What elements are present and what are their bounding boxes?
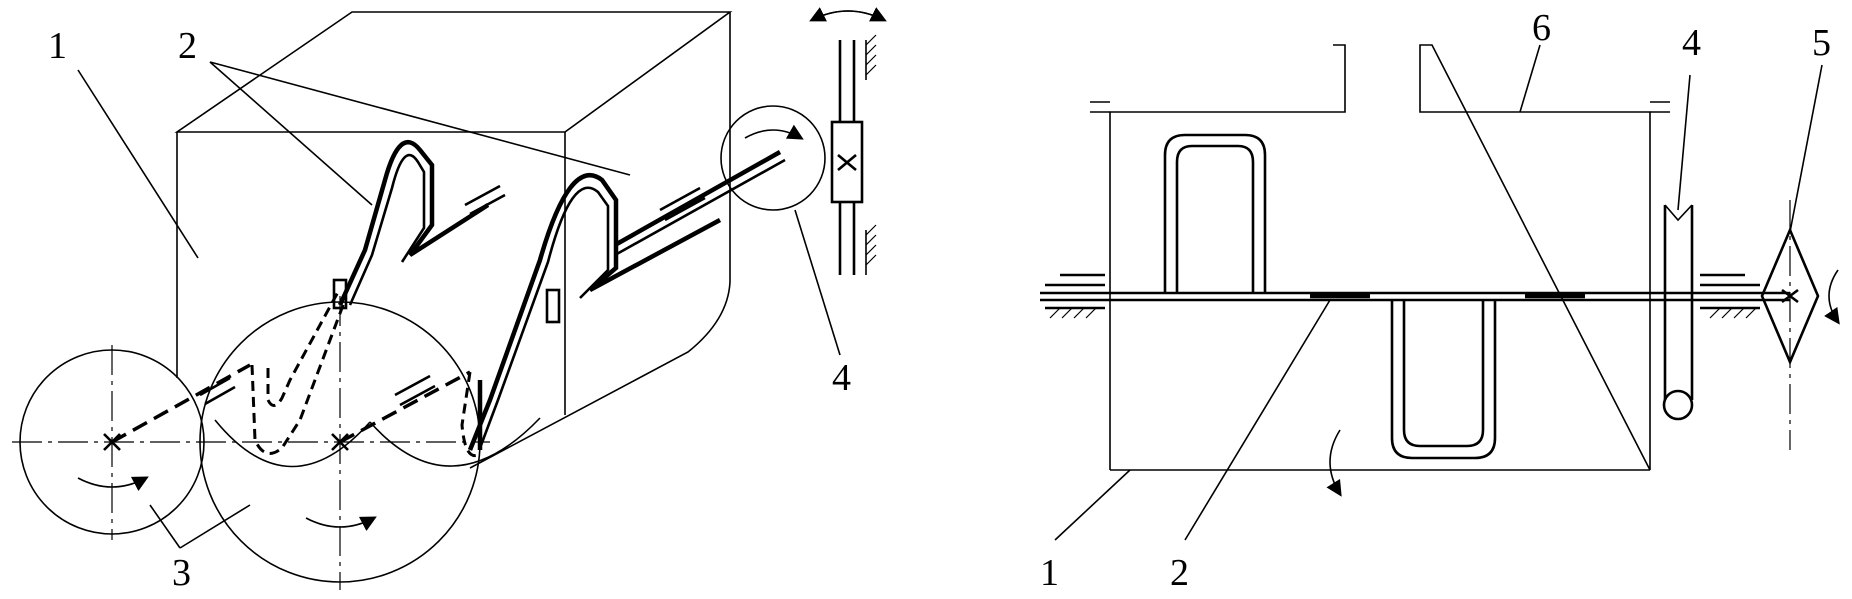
label-1-left: 1 [48, 25, 67, 67]
label-6-right: 6 [1532, 7, 1551, 49]
left-isometric-view: 1 2 3 4 [12, 7, 887, 594]
label-2-left: 2 [178, 25, 197, 67]
housing-box [174, 11, 733, 469]
label-4-right: 4 [1682, 22, 1701, 64]
label-5-right: 5 [1812, 22, 1831, 64]
drive-disk [720, 7, 887, 275]
crankshaft-solid [199, 139, 786, 451]
right-section-view: 1 2 4 5 6 [1040, 7, 1840, 594]
rotation-arrow [1326, 429, 1342, 497]
label-4-left: 4 [832, 357, 851, 399]
label-1-right: 1 [1040, 552, 1059, 594]
main-shaft [1040, 273, 1790, 319]
pulley-4 [1662, 204, 1694, 421]
rollers [12, 296, 541, 590]
right-leaders [1054, 44, 1823, 541]
crankshaft-hidden [111, 291, 479, 458]
right-housing [1090, 44, 1670, 471]
crank-5 [1760, 200, 1840, 450]
label-3-left: 3 [172, 552, 191, 594]
label-2-right: 2 [1170, 552, 1189, 594]
left-leaders [77, 61, 841, 549]
crank-loops [1163, 133, 1497, 460]
